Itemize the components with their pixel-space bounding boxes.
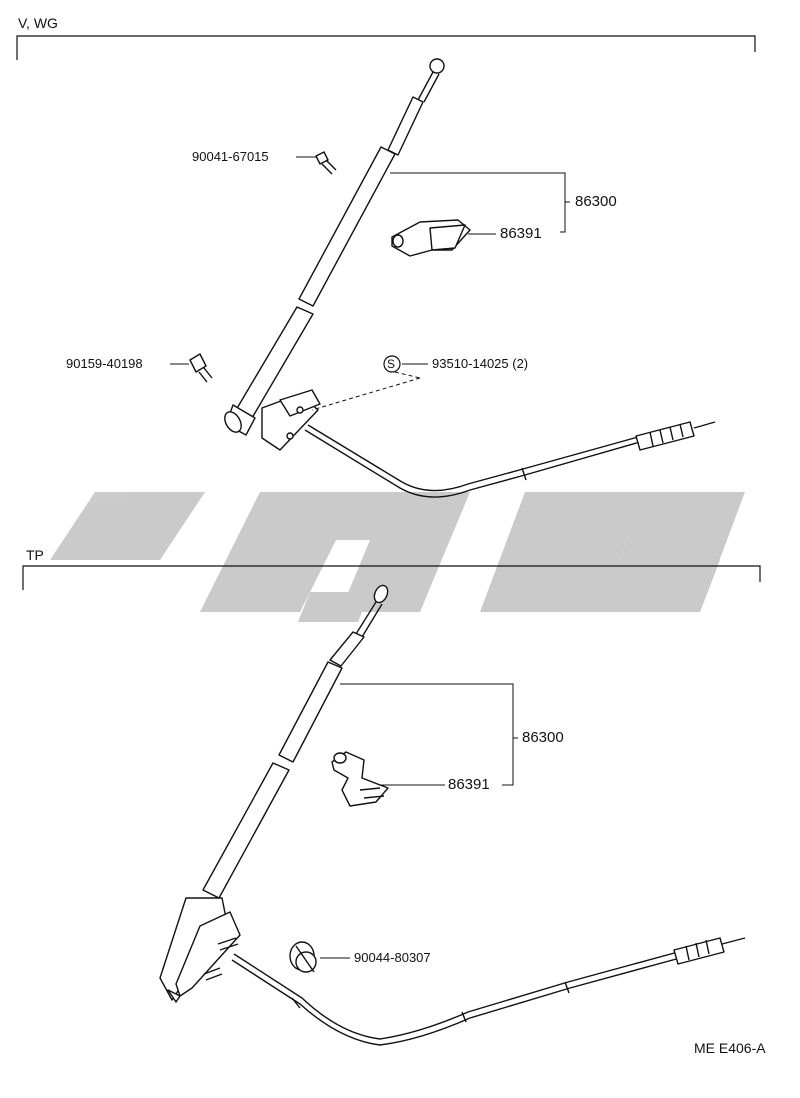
label-bolt-90159-40198: 90159-40198	[66, 356, 143, 371]
antenna-top	[189, 58, 716, 498]
leaders-top	[170, 156, 570, 411]
antenna-bottom	[159, 584, 746, 1046]
label-bottom-86300: 86300	[522, 729, 564, 746]
leaders-bottom	[320, 683, 518, 959]
label-top-86391: 86391	[500, 225, 542, 242]
s-symbol-circle	[383, 355, 401, 373]
label-grommet-90044-80307: 90044-80307	[354, 950, 431, 965]
label-s-symbol: S	[387, 357, 396, 371]
label-bottom-86391: 86391	[448, 776, 490, 793]
section-title-v-wg: V, WG	[18, 15, 58, 31]
watermark-logo	[50, 492, 745, 622]
label-part-93510-14025: 93510-14025 (2)	[432, 356, 529, 371]
section-frame-bottom	[22, 565, 761, 590]
label-top-86300: 86300	[575, 193, 617, 210]
section-title-tp: TP	[26, 547, 44, 563]
drawing-code: ME E406-A	[694, 1040, 766, 1056]
label-screw-90041-67015: 90041-67015	[192, 149, 269, 164]
section-frame-top	[16, 35, 756, 60]
